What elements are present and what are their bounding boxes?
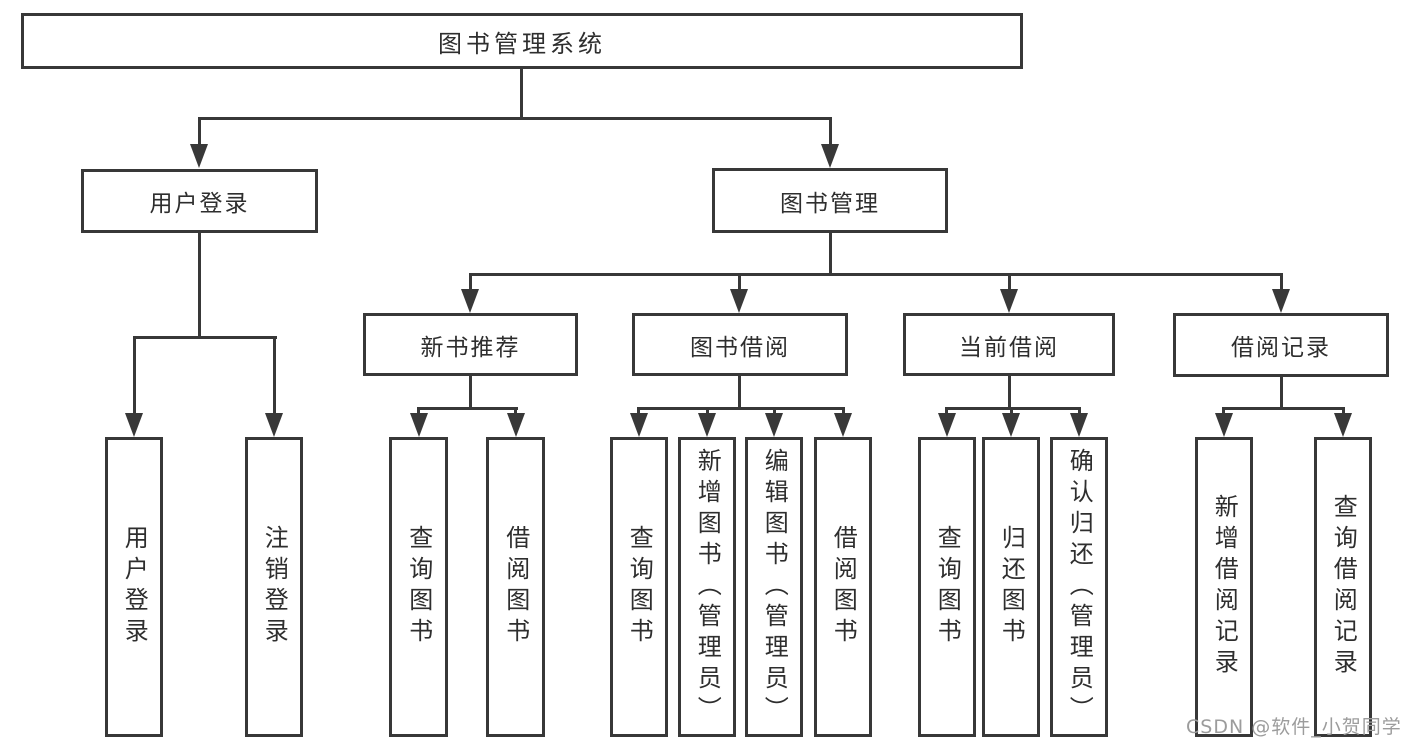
leaf-add-book-admin: 新增图书（管理员）	[678, 437, 736, 737]
node-label: 确认归还（管理员）	[1065, 447, 1094, 727]
connector-root-stem	[520, 69, 523, 117]
arrow-down-icon	[507, 413, 525, 437]
leaf-query-books: 查询图书	[389, 437, 448, 737]
connector-book-mgmt-drop	[829, 117, 832, 148]
leaf-return-books: 归还图书	[982, 437, 1040, 737]
node-borrowing-records: 借阅记录	[1173, 313, 1389, 377]
leaf-logout: 注销登录	[245, 437, 303, 737]
connector-newbook-drop	[469, 273, 472, 292]
connector-leaf-drop	[273, 336, 276, 416]
leaf-borrow-books: 借阅图书	[486, 437, 545, 737]
node-label: 编辑图书（管理员）	[760, 447, 789, 727]
connector-leaf-drop	[133, 336, 136, 416]
connector-leaf-drop	[773, 407, 776, 417]
node-label: 注销登录	[260, 525, 289, 649]
connector-borrowing-stem	[738, 376, 741, 407]
connector-borrowing-drop	[738, 273, 741, 292]
leaf-query-books: 查询图书	[610, 437, 668, 737]
connector-user-login-rail	[133, 336, 277, 339]
node-label: 查询图书	[933, 525, 962, 649]
connector-newbook-stem	[469, 376, 472, 407]
arrow-down-icon	[1000, 289, 1018, 313]
connector-records-drop	[1280, 273, 1283, 292]
arrow-down-icon	[834, 413, 852, 437]
arrow-down-icon	[1272, 289, 1290, 313]
connector-current-rail	[945, 407, 1081, 410]
connector-leaf-drop	[637, 407, 640, 417]
node-label: 当前借阅	[959, 334, 1059, 361]
node-label: 借阅图书	[829, 525, 858, 649]
connector-records-stem	[1280, 377, 1283, 407]
node-label: 图书借阅	[690, 334, 790, 361]
connector-leaf-drop	[1010, 407, 1013, 417]
connector-leaf-drop	[945, 407, 948, 417]
leaf-borrow-books: 借阅图书	[814, 437, 872, 737]
connector-leaf-drop	[1342, 407, 1345, 417]
arrow-down-icon	[265, 413, 283, 437]
connector-records-rail	[1222, 407, 1344, 410]
arrow-down-icon	[1215, 413, 1233, 437]
connector-leaf-drop	[514, 407, 517, 417]
arrow-down-icon	[410, 413, 428, 437]
arrow-down-icon	[1070, 413, 1088, 437]
arrow-down-icon	[461, 289, 479, 313]
node-current-borrowing: 当前借阅	[903, 313, 1115, 376]
node-label: 归还图书	[997, 525, 1026, 649]
arrow-down-icon	[630, 413, 648, 437]
leaf-user-login: 用户登录	[105, 437, 163, 737]
leaf-query-borrow-record: 查询借阅记录	[1314, 437, 1372, 737]
connector-leaf-drop	[1222, 407, 1225, 417]
arrow-down-icon	[125, 413, 143, 437]
arrow-down-icon	[1334, 413, 1352, 437]
arrow-down-icon	[190, 144, 208, 168]
arrow-down-icon	[1002, 413, 1020, 437]
node-new-book-recommendation: 新书推荐	[363, 313, 578, 376]
node-book-management: 图书管理	[712, 168, 948, 233]
node-label: 查询图书	[625, 525, 654, 649]
connector-user-login-drop	[198, 117, 201, 148]
leaf-edit-book-admin: 编辑图书（管理员）	[745, 437, 803, 737]
arrow-down-icon	[938, 413, 956, 437]
node-book-borrowing: 图书借阅	[632, 313, 848, 376]
csdn-watermark: CSDN @软件_小贺同学	[1186, 716, 1402, 738]
node-label: 用户登录	[120, 525, 149, 649]
node-label: 新增借阅记录	[1210, 494, 1239, 680]
node-label: 新增图书（管理员）	[693, 447, 722, 727]
connector-leaf-drop	[1078, 407, 1081, 417]
connector-current-drop	[1008, 273, 1011, 292]
connector-level2-rail	[198, 117, 832, 120]
node-label: 图书管理系统	[438, 29, 606, 58]
arrow-down-icon	[698, 413, 716, 437]
connector-level3-rail	[469, 273, 1283, 276]
node-label: 用户登录	[149, 191, 250, 217]
arrow-down-icon	[821, 144, 839, 168]
node-label: 图书管理	[780, 190, 880, 217]
connector-leaf-drop	[706, 407, 709, 417]
connector-book-mgmt-stem	[829, 233, 832, 273]
connector-borrowing-rail	[637, 407, 845, 410]
arrow-down-icon	[730, 289, 748, 313]
leaf-query-books: 查询图书	[918, 437, 976, 737]
node-label: 借阅图书	[501, 525, 530, 649]
node-label: 查询图书	[404, 525, 433, 649]
leaf-add-borrow-record: 新增借阅记录	[1195, 437, 1253, 737]
node-library-management-system: 图书管理系统	[21, 13, 1023, 69]
arrow-down-icon	[765, 413, 783, 437]
node-label: 借阅记录	[1231, 335, 1331, 361]
connector-leaf-drop	[417, 407, 420, 417]
connector-current-stem	[1008, 376, 1011, 407]
leaf-confirm-return-admin: 确认归还（管理员）	[1050, 437, 1108, 737]
node-label: 查询借阅记录	[1329, 494, 1358, 680]
connector-leaf-drop	[842, 407, 845, 417]
connector-user-login-stem	[198, 233, 201, 336]
connector-newbook-rail	[417, 407, 518, 410]
node-user-login: 用户登录	[81, 169, 318, 233]
node-label: 新书推荐	[420, 334, 521, 361]
